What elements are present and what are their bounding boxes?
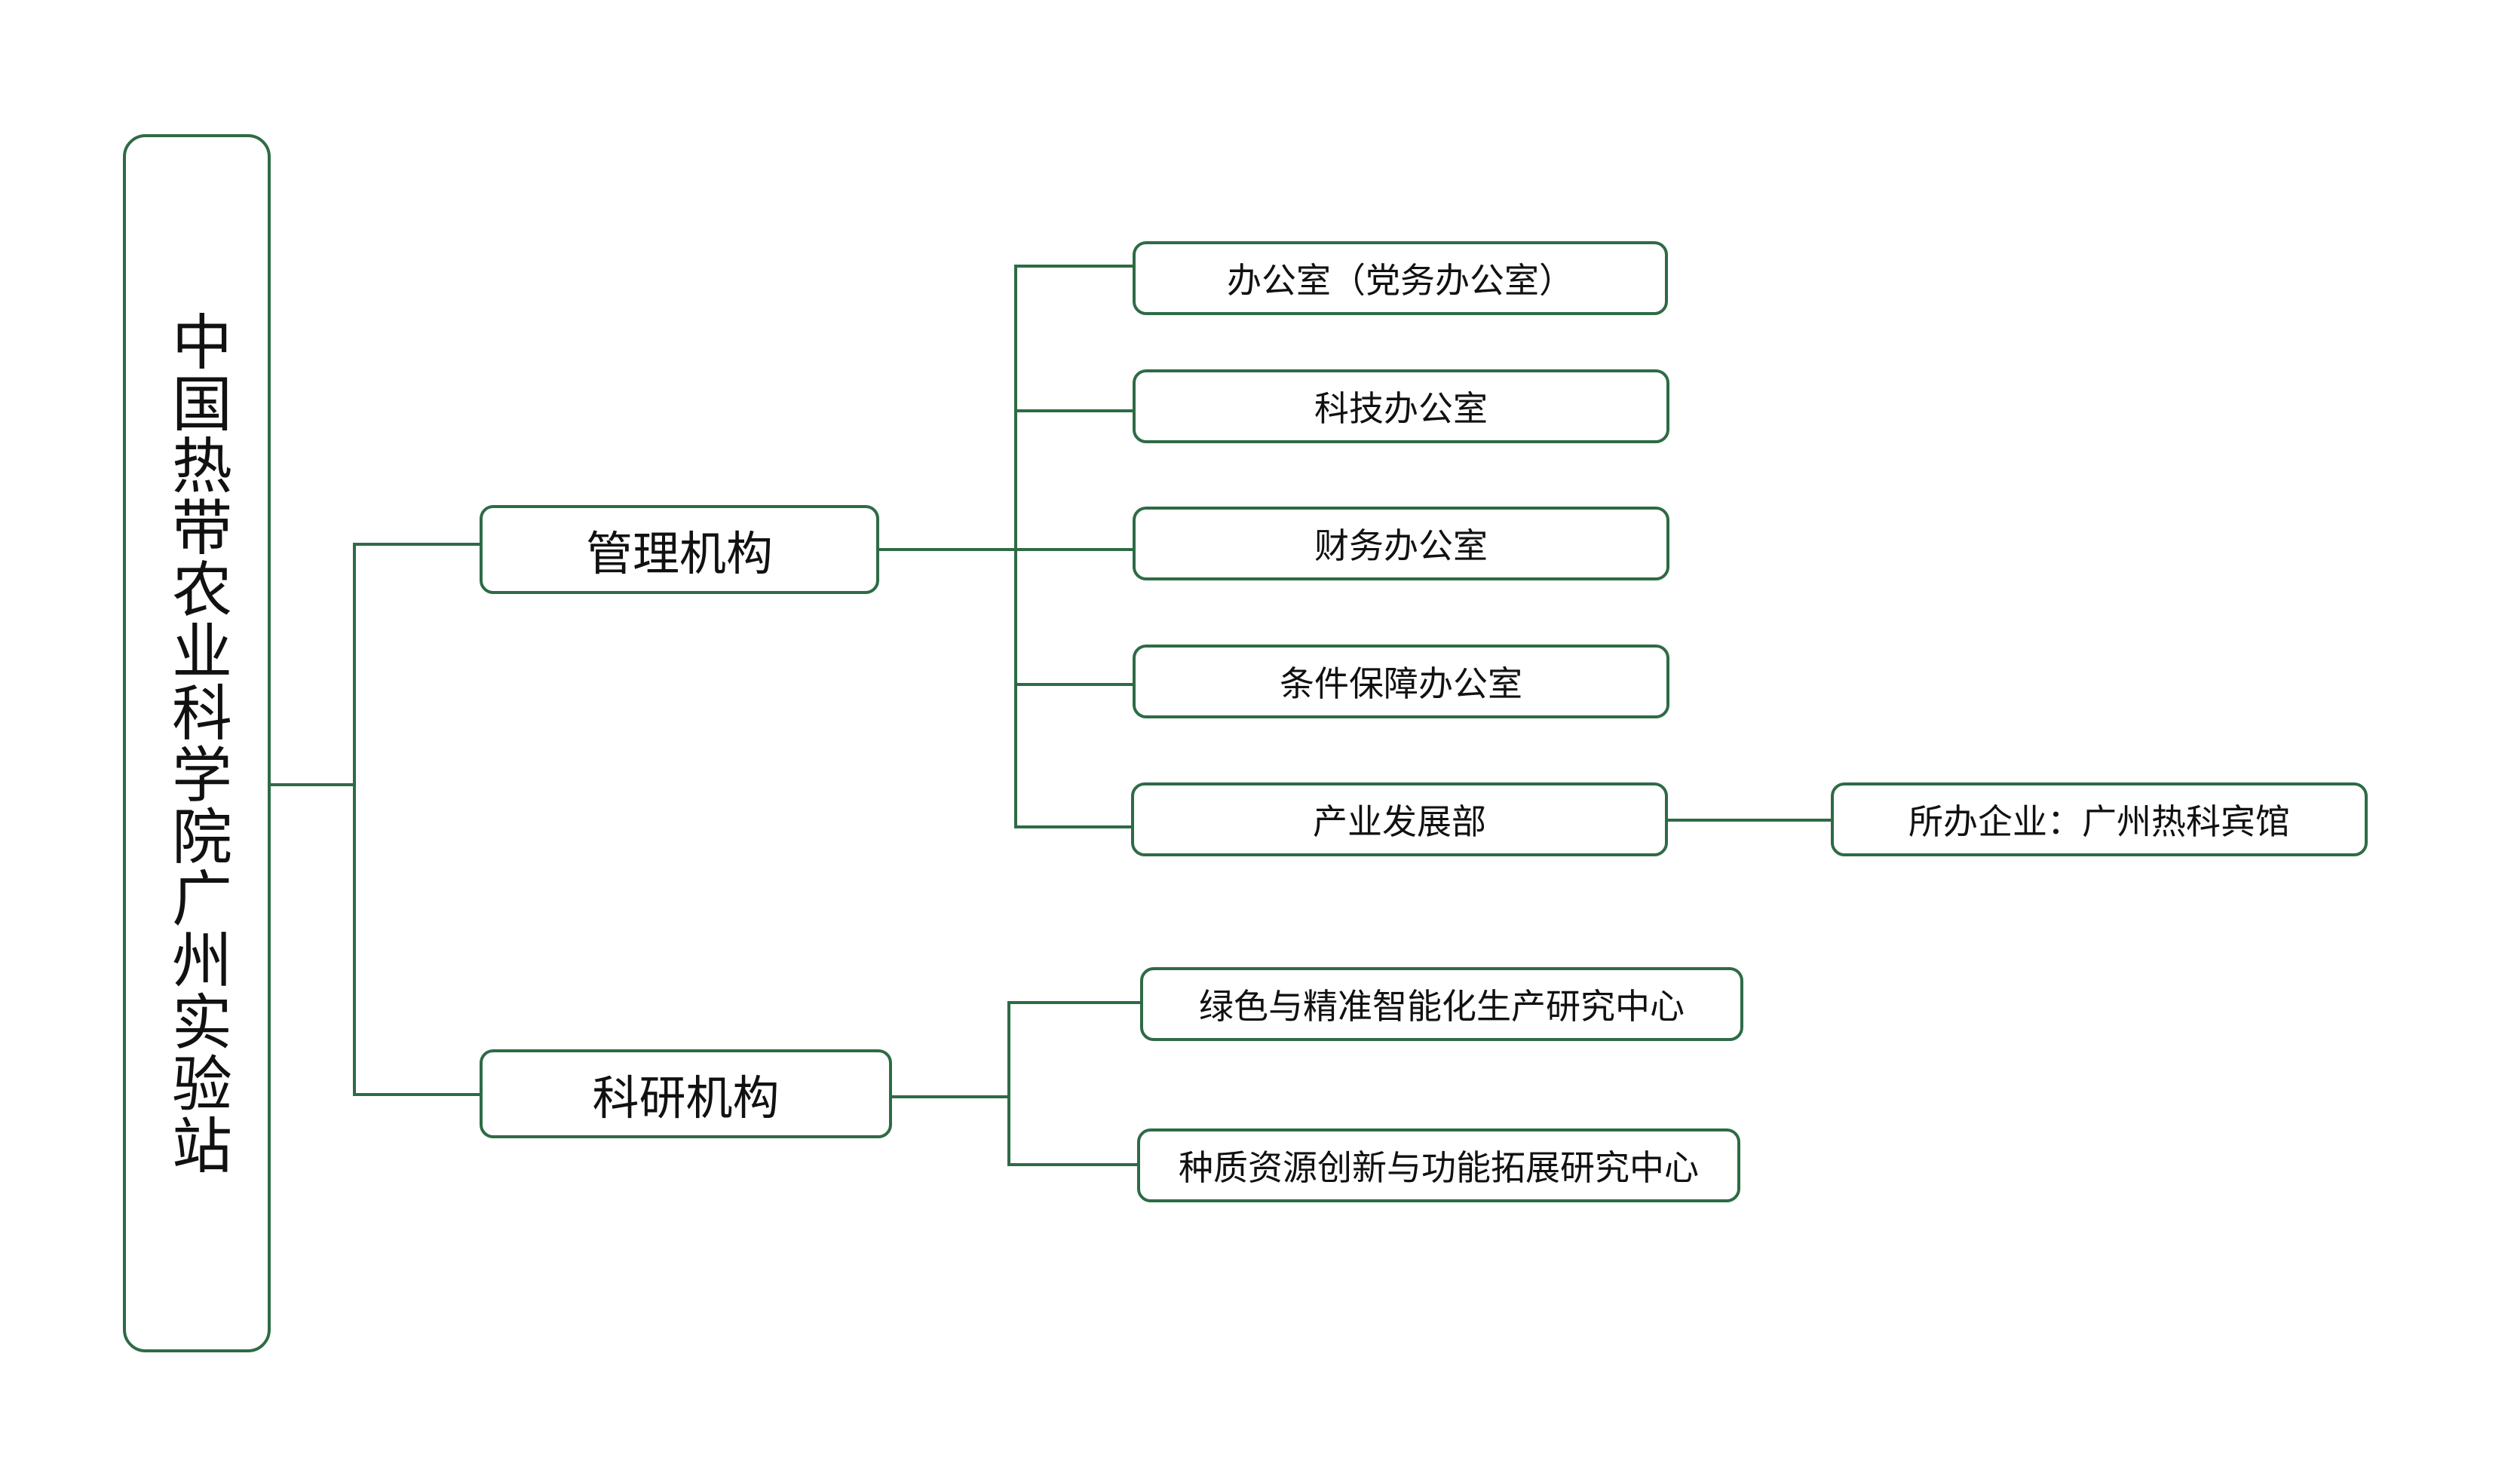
node-tech-office: 科技办公室 <box>1133 369 1669 443</box>
node-finance-office-label: 财务办公室 <box>1314 525 1488 566</box>
node-office: 办公室（党务办公室） <box>1133 241 1668 315</box>
node-enterprise-label: 所办企业：广州热科宾馆 <box>1908 801 2290 842</box>
node-green-center: 绿色与精准智能化生产研究中心 <box>1140 967 1743 1041</box>
node-management-label: 管理机构 <box>585 526 773 581</box>
node-research: 科研机构 <box>480 1049 892 1138</box>
node-industry-dept: 产业发展部 <box>1131 782 1668 856</box>
node-industry-dept-label: 产业发展部 <box>1313 801 1486 842</box>
node-finance-office: 财务办公室 <box>1133 507 1669 580</box>
root-node: 中国热带农业科学院广州实验站 <box>123 134 271 1352</box>
root-label: 中国热带农业科学院广州实验站 <box>162 311 232 1176</box>
node-research-label: 科研机构 <box>592 1070 780 1125</box>
node-tech-office-label: 科技办公室 <box>1314 388 1488 429</box>
node-support-office: 条件保障办公室 <box>1133 645 1669 718</box>
node-green-center-label: 绿色与精准智能化生产研究中心 <box>1199 986 1685 1027</box>
node-germplasm-center: 种质资源创新与功能拓展研究中心 <box>1137 1128 1740 1202</box>
node-management: 管理机构 <box>480 505 879 594</box>
node-germplasm-center-label: 种质资源创新与功能拓展研究中心 <box>1179 1147 1699 1188</box>
node-enterprise: 所办企业：广州热科宾馆 <box>1831 782 2368 856</box>
node-office-label: 办公室（党务办公室） <box>1227 260 1574 301</box>
node-support-office-label: 条件保障办公室 <box>1280 663 1522 704</box>
